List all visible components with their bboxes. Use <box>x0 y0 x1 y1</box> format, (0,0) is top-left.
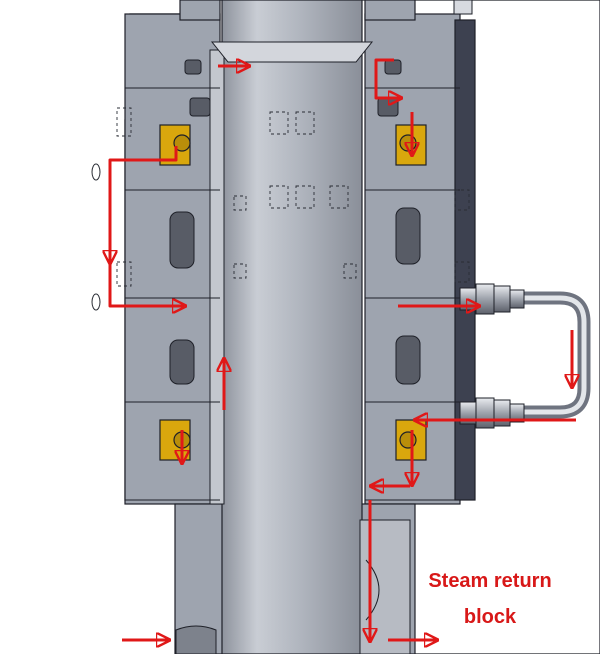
caption-line-1: Steam return <box>428 570 552 592</box>
shaft-chamfer <box>210 41 374 63</box>
o-ring <box>384 59 402 75</box>
shaft-groove <box>359 519 411 655</box>
o-ring <box>395 207 421 265</box>
o-ring <box>169 211 195 269</box>
o-ring <box>184 59 202 75</box>
flow-arrows <box>108 58 576 640</box>
o-ring <box>377 97 399 117</box>
flow-arrow <box>108 146 184 306</box>
o-rings <box>169 59 421 385</box>
gland-ports <box>91 163 101 311</box>
caption-line-2: block <box>463 606 517 628</box>
tube-loop <box>520 291 591 419</box>
o-ring <box>169 339 195 385</box>
o-ring <box>395 335 421 385</box>
tube-fitting <box>459 283 525 315</box>
shaft-sleeve-left <box>209 49 225 505</box>
o-ring <box>189 97 211 117</box>
tube-fitting <box>459 397 525 429</box>
hidden-lines <box>116 107 470 287</box>
shaft <box>221 0 363 655</box>
flow-arrow <box>374 58 400 98</box>
steam-return-tubing <box>459 283 591 429</box>
gland-cover <box>454 19 476 501</box>
set-screw <box>453 0 473 15</box>
shaft-groove <box>175 625 217 655</box>
component-boundaries <box>125 87 460 501</box>
